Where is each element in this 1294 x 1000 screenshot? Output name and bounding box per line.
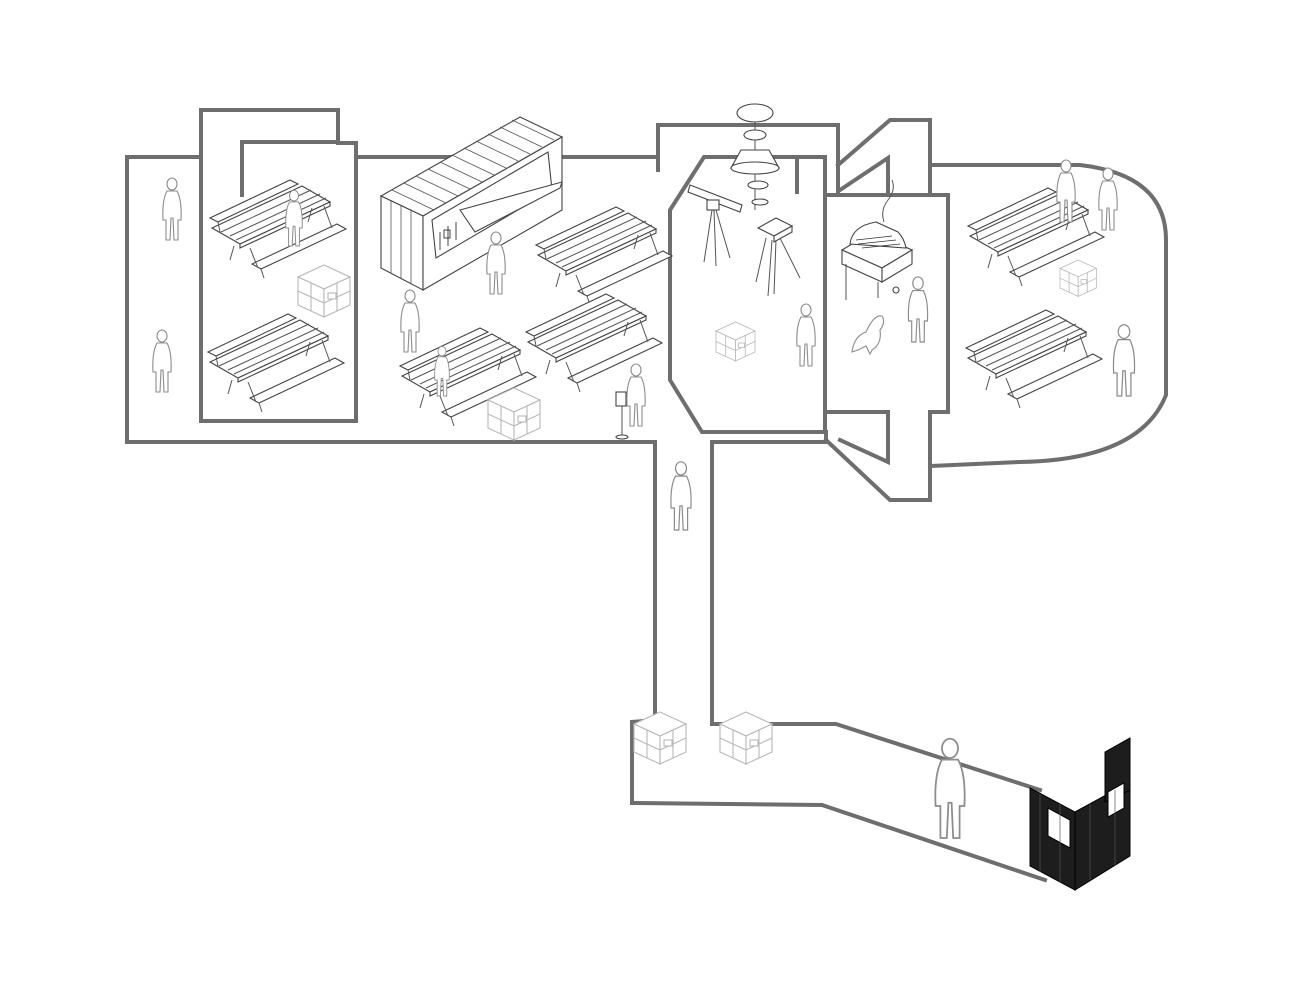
picnic-table-icon: [209, 179, 347, 279]
crate-icon: [633, 711, 687, 765]
sign-icon: [615, 391, 629, 440]
kiosk-icon: [1029, 737, 1131, 891]
camera-tripod-icon: [755, 217, 801, 297]
person-icon: [796, 303, 816, 367]
person-icon: [400, 289, 420, 353]
container-icon: [379, 116, 564, 291]
person-icon: [1098, 167, 1118, 231]
bell-lamp-icon: [730, 103, 780, 210]
person-icon: [670, 461, 692, 531]
picnic-table-icon: [535, 206, 673, 306]
crate-icon: [1059, 259, 1097, 297]
person-icon: [152, 329, 172, 393]
picnic-table-icon: [207, 313, 345, 413]
crate-icon: [487, 387, 541, 441]
crate-icon: [297, 264, 351, 318]
person-icon: [1112, 324, 1136, 397]
person-icon: [626, 363, 646, 427]
telescope-icon: [687, 184, 743, 267]
grill-icon: [840, 179, 914, 300]
person-icon: [162, 177, 182, 241]
person-icon: [934, 737, 966, 839]
crate-icon: [719, 711, 773, 765]
picnic-table-icon: [965, 309, 1103, 409]
dog-icon: [851, 315, 885, 356]
person-icon: [907, 276, 929, 343]
crate-icon: [715, 321, 756, 362]
